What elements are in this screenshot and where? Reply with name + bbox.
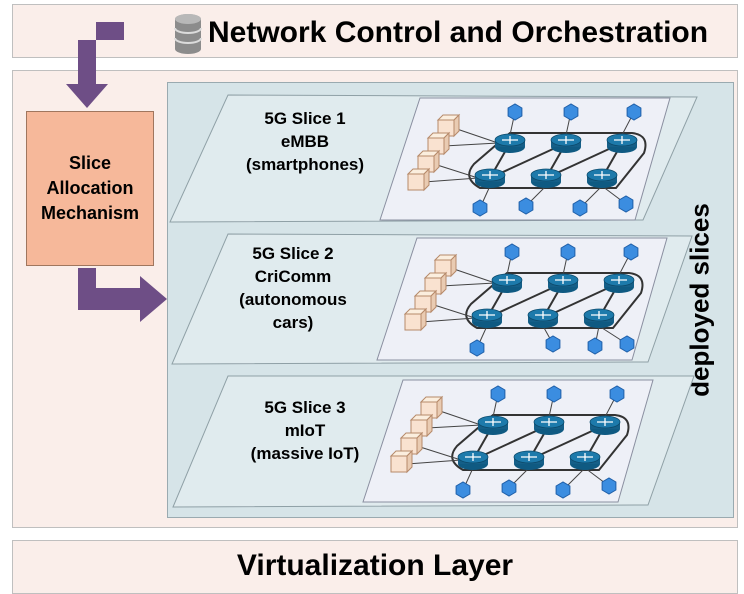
router-icon-mark xyxy=(521,453,537,461)
router-icon-mark xyxy=(465,453,481,461)
server-icon-side xyxy=(453,113,460,138)
device-icon xyxy=(546,385,562,403)
server-link xyxy=(423,177,479,183)
device-icon xyxy=(619,335,635,353)
server-icon-side xyxy=(440,271,447,296)
server-icon-side xyxy=(426,413,433,438)
server-link xyxy=(436,409,482,426)
slice-2-label: 5G Slice 2 CriComm (autonomous cars) xyxy=(218,242,368,334)
device-icon xyxy=(455,481,471,499)
router-icon-mark xyxy=(597,418,613,426)
arrow-down xyxy=(66,22,124,108)
slice-label-line: (smartphones) xyxy=(245,155,365,174)
router-icon-mark xyxy=(541,418,557,426)
slice-allocation-mechanism: Slice Allocation Mechanism xyxy=(26,111,154,266)
server-icon xyxy=(404,313,422,331)
router-icon-mark xyxy=(591,311,607,319)
server-icon-side xyxy=(443,131,450,156)
server-link xyxy=(450,267,496,284)
slice-label-line: 5G Slice 1 xyxy=(264,109,346,128)
device-icon xyxy=(545,335,561,353)
server-icon-side xyxy=(433,149,440,174)
virtualization-layer: Virtualization Layer xyxy=(12,540,738,594)
device-icon xyxy=(587,337,603,355)
device-icon xyxy=(504,243,520,261)
server-link xyxy=(420,317,476,323)
server-icon-side xyxy=(420,307,427,332)
device-icon xyxy=(601,477,617,495)
router-icon-mark xyxy=(479,311,495,319)
device-icon xyxy=(623,243,639,261)
mechanism-label-line: Allocation xyxy=(46,178,134,198)
server-link xyxy=(453,127,499,144)
slice-label-line: eMBB xyxy=(280,132,330,151)
device-icon xyxy=(501,479,517,497)
mechanism-label-line: Mechanism xyxy=(40,203,140,223)
server-icon-side xyxy=(423,167,430,192)
slice-label-line: (massive IoT) xyxy=(250,444,360,463)
router-icon-mark xyxy=(577,453,593,461)
device-icon xyxy=(490,385,506,403)
server-icon-side xyxy=(416,431,423,456)
router-icon-mark xyxy=(499,276,515,284)
device-icon xyxy=(469,339,485,357)
footer-title: Virtualization Layer xyxy=(236,549,514,582)
server-icon xyxy=(390,455,408,473)
orchestration-layer: Network Control and Orchestration xyxy=(12,4,738,58)
server-link xyxy=(440,282,496,287)
device-icon xyxy=(507,103,523,121)
device-icon xyxy=(572,199,588,217)
router-icon-mark xyxy=(538,171,554,179)
device-icon xyxy=(518,197,534,215)
device-icon xyxy=(560,243,576,261)
device-icon xyxy=(609,385,625,403)
router-icon-mark xyxy=(555,276,571,284)
slice-1-label: 5G Slice 1 eMBB (smartphones) xyxy=(230,107,380,176)
database-icon xyxy=(174,14,202,54)
slice-label-line: 5G Slice 3 xyxy=(264,398,346,417)
router-icon-mark xyxy=(502,136,518,144)
router-icon-mark xyxy=(558,136,574,144)
device-icon xyxy=(563,103,579,121)
ring-link xyxy=(465,272,644,329)
router-icon-mark xyxy=(535,311,551,319)
server-icon xyxy=(407,173,425,191)
mechanism-label-line: Slice xyxy=(68,153,112,173)
slice-label-line: (autonomous xyxy=(239,290,347,309)
router-icon-mark xyxy=(611,276,627,284)
router-icon-mark xyxy=(482,171,498,179)
header-title: Network Control and Orchestration xyxy=(208,16,709,49)
slice-label-line: mIoT xyxy=(284,421,326,440)
server-link xyxy=(433,163,479,179)
slice-label-line: 5G Slice 2 xyxy=(252,244,334,263)
server-link xyxy=(406,459,462,465)
device-icon xyxy=(626,103,642,121)
server-icon-side xyxy=(430,289,437,314)
server-link xyxy=(430,303,476,319)
ring-link xyxy=(451,414,630,471)
slice-label-line: CriComm xyxy=(254,267,332,286)
router-icon-mark xyxy=(614,136,630,144)
server-icon-side xyxy=(406,449,413,474)
arrow-right xyxy=(78,268,167,322)
ring-link xyxy=(468,132,647,189)
device-icon xyxy=(555,481,571,499)
slice-label-line: cars) xyxy=(272,313,314,332)
device-icon xyxy=(618,195,634,213)
server-link xyxy=(416,445,462,461)
server-link xyxy=(443,142,499,147)
slice-3-label: 5G Slice 3 mIoT (massive IoT) xyxy=(230,396,380,465)
server-icon-side xyxy=(436,395,443,420)
device-icon xyxy=(472,199,488,217)
router-icon-mark xyxy=(594,171,610,179)
server-icon-side xyxy=(450,253,457,278)
router-icon-mark xyxy=(485,418,501,426)
server-link xyxy=(426,424,482,429)
